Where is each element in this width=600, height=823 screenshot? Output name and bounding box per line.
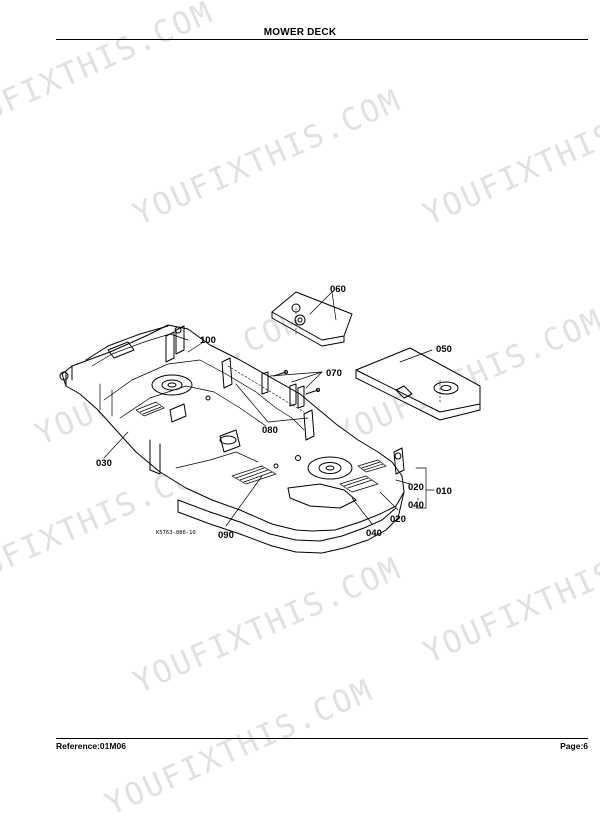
deck-body-shape <box>61 324 405 554</box>
assembly-guide-lines <box>227 307 441 413</box>
belt-cover-050 <box>355 347 481 421</box>
part-label-070: 070 <box>326 368 342 379</box>
part-label-040-inset: 040 <box>408 500 424 511</box>
hanger-bracket-080 <box>221 357 315 441</box>
blade-spindle-openings <box>151 374 353 480</box>
deck-decals <box>135 401 387 493</box>
part-label-030: 030 <box>96 458 112 469</box>
header-divider <box>56 39 588 40</box>
drawing-code: K5763-086-10 <box>156 530 196 536</box>
leader-lines <box>103 291 435 527</box>
part-label-080: 080 <box>262 425 278 436</box>
belt-cover-060 <box>271 291 353 347</box>
part-label-020: 020 <box>390 514 406 525</box>
mower-deck-exploded-diagram: 060 050 100 070 080 030 010 020 040 020 … <box>59 284 481 554</box>
part-label-040: 040 <box>366 528 382 539</box>
page-title: MOWER DECK <box>263 27 337 38</box>
deck-brackets <box>59 325 405 475</box>
reference-label: Reference:01M06 <box>56 741 126 751</box>
part-label-050: 050 <box>436 344 452 355</box>
footer-divider <box>56 738 588 739</box>
part-label-010: 010 <box>436 486 452 497</box>
part-label-020-inset: 020 <box>408 482 424 493</box>
page-number: Page:6 <box>560 741 588 751</box>
part-label-100: 100 <box>200 335 216 346</box>
part-label-060: 060 <box>330 284 346 295</box>
part-label-090: 090 <box>218 530 234 541</box>
